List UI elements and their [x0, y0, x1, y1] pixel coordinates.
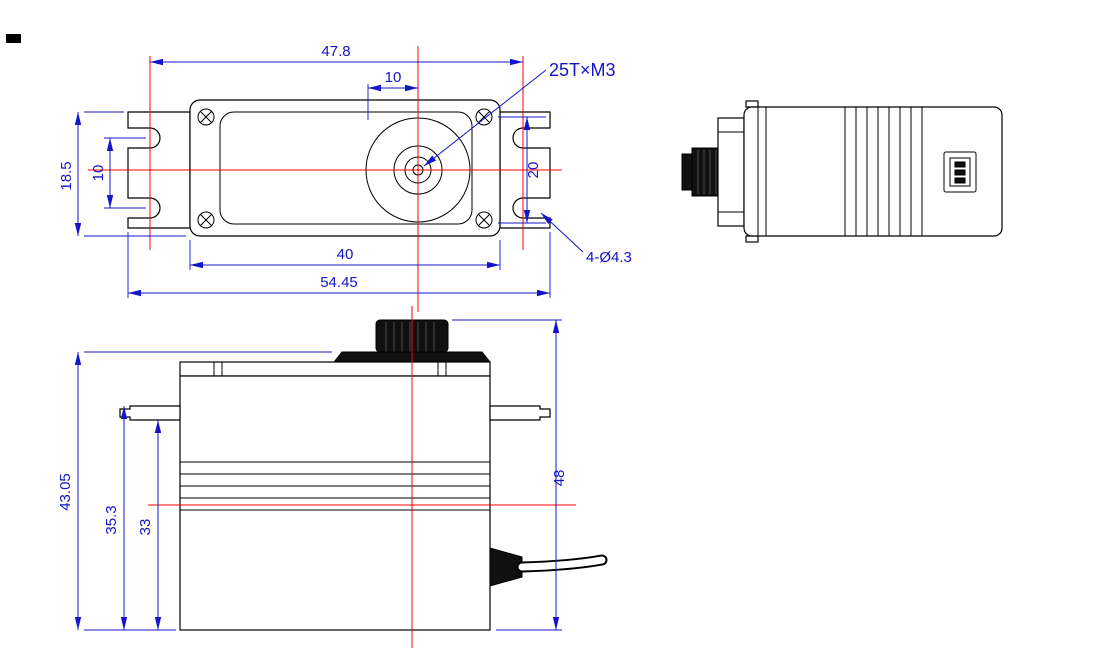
mount-holes-label: 4-Ø4.3 — [586, 249, 632, 266]
leader-mount-holes — [540, 212, 584, 253]
spline-label: 25T×M3 — [549, 60, 616, 80]
corner-screws — [197, 108, 493, 229]
front-view: 43.05 35.3 33 48 — [57, 306, 608, 648]
right-mounting-wing — [489, 405, 551, 421]
connector-pin — [954, 169, 966, 176]
leader-spline — [423, 69, 547, 167]
knob-ribs — [385, 322, 435, 352]
dim-label-40: 40 — [337, 246, 354, 263]
dim-label-slot-10: 10 — [90, 165, 107, 182]
dim-label-35-3: 35.3 — [103, 505, 120, 534]
cable-inner — [518, 556, 606, 571]
dim-label-33: 33 — [137, 519, 154, 536]
top-view: 47.8 10 25T×M3 18.5 10 20 — [58, 43, 632, 312]
servo-body-outline — [189, 99, 501, 237]
side-body-outline — [743, 106, 1003, 237]
servo-body-top-face — [219, 111, 473, 225]
front-view-dimensions: 43.05 35.3 33 48 — [57, 319, 568, 631]
cooling-fins-side — [844, 107, 923, 236]
side-tab-top — [745, 100, 759, 108]
top-band-ticks — [213, 362, 447, 376]
top-cover-band — [179, 361, 491, 377]
front-ring-lines — [757, 107, 767, 236]
front-flange-plate — [717, 117, 745, 227]
dim-label-18-5: 18.5 — [58, 161, 75, 190]
side-tab-bottom — [745, 235, 759, 243]
front-body-outline — [179, 375, 491, 631]
top-view-dimensions: 47.8 10 25T×M3 18.5 10 20 — [58, 43, 632, 298]
dim-label-54-45: 54.45 — [320, 274, 358, 291]
left-mounting-wing — [119, 405, 181, 421]
spline-teeth — [697, 150, 717, 194]
corner-mark — [6, 34, 21, 43]
output-shaft-tip — [681, 153, 693, 191]
dim-label-43-05: 43.05 — [57, 473, 74, 511]
cable-strain-relief — [489, 547, 523, 587]
top-view-part — [127, 99, 551, 237]
connector-pin — [954, 161, 966, 168]
front-view-centerlines — [148, 306, 576, 648]
dim-label-48: 48 — [551, 470, 568, 487]
side-view — [681, 100, 1003, 243]
dim-label-offset-10: 10 — [385, 69, 402, 86]
dim-label-20: 20 — [525, 162, 542, 179]
connector-pin — [954, 177, 966, 184]
dim-label-47-8: 47.8 — [321, 43, 350, 60]
connector — [943, 151, 977, 193]
front-view-part — [119, 319, 608, 631]
cooling-fins-front — [180, 461, 490, 511]
